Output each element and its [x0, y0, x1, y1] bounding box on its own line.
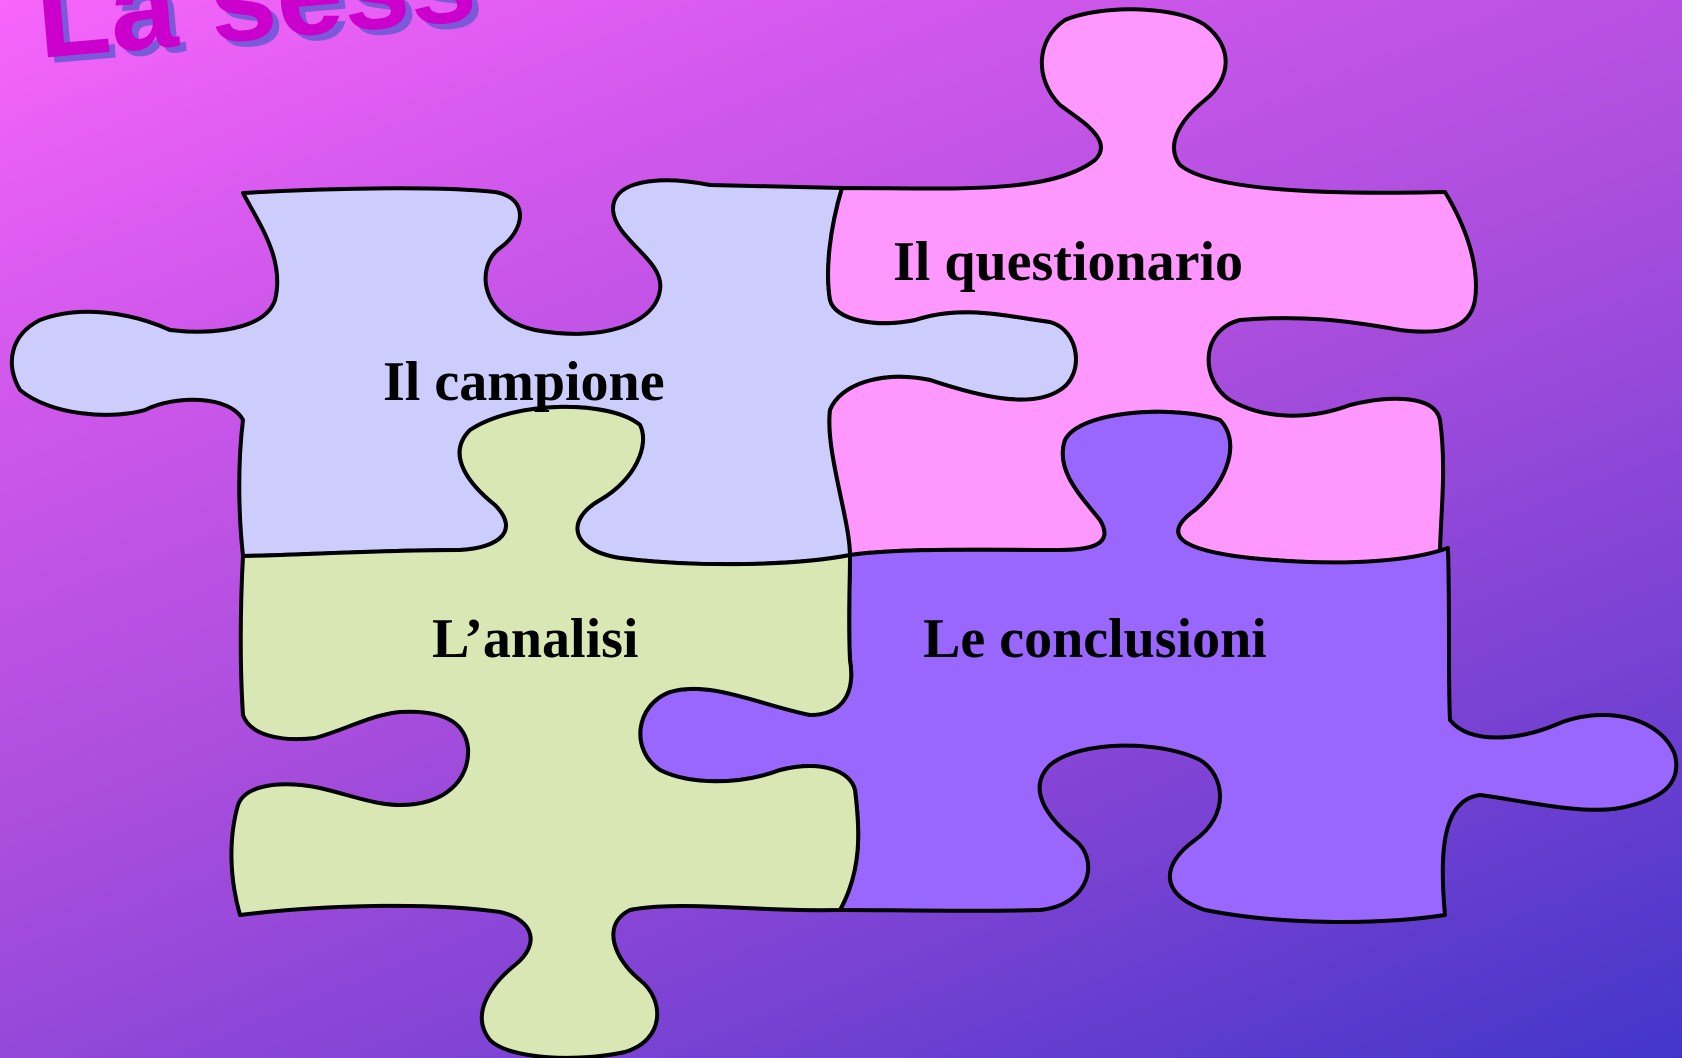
label-questionario: Il questionario	[893, 231, 1243, 293]
label-campione: Il campione	[383, 351, 665, 413]
puzzle-piece-questionario	[826, 7, 1478, 565]
label-conclusioni: Le conclusioni	[923, 608, 1267, 670]
label-analisi: L’analisi	[432, 608, 638, 670]
puzzle-piece-analisi	[229, 404, 861, 1058]
slide-title-text: La sess	[31, 0, 481, 84]
slide-title: La sess La sess	[31, 0, 488, 89]
